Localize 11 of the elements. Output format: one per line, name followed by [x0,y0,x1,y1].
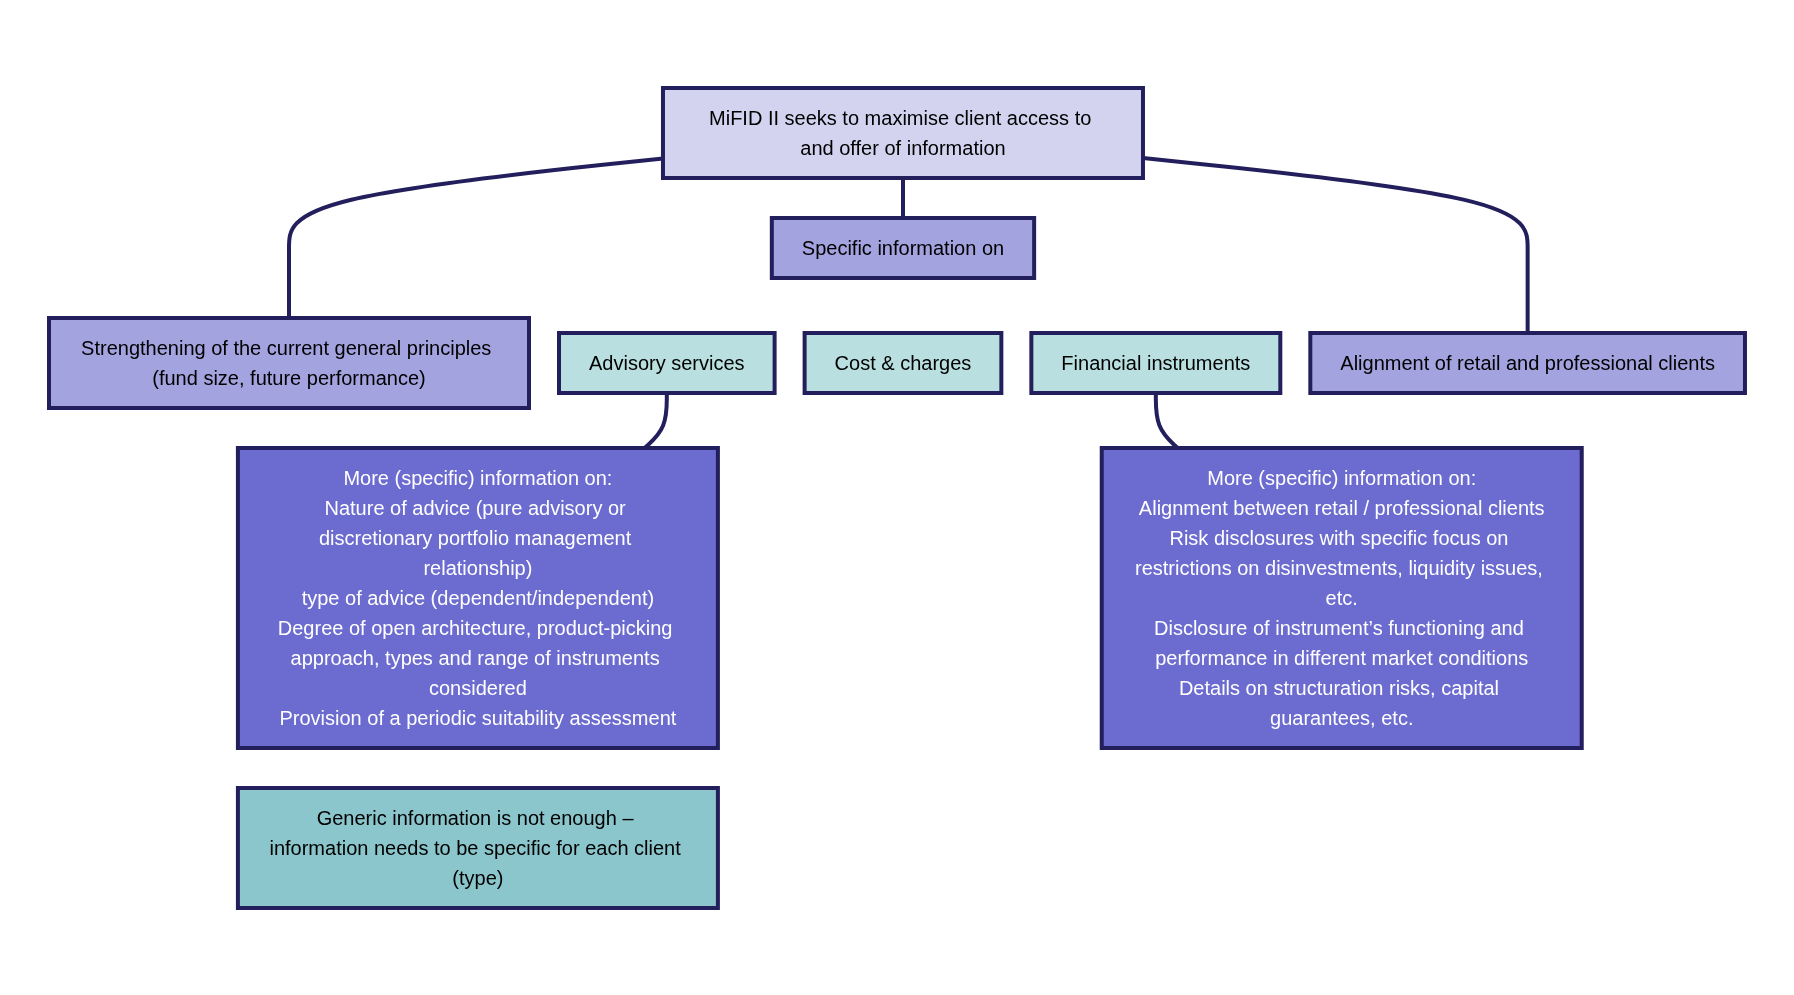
node-box: More (specific) information on: Alignment between retail / professional clients Risk disclosures with specific focus on restrictions on disinvestments, liquidity issues, etc. Disclosure of instrument’s functioning and performance in different market conditions Details on structuration risks, capital guarantees, etc. [1099,445,1584,750]
node-box: Specific information on [769,215,1037,280]
node-box: Alignment of retail and professional clients [1308,330,1747,395]
node-box: Cost & charges [802,330,1004,395]
node-box: More (specific) information on: Nature of advice (pure advisory or discretionary portfolio management relationship) type of advice (dependent/independent) Degree of open architecture, product-picking approach, types and range of instruments considered Provision of a periodic suitability assessment [235,445,720,750]
node-box: Advisory services [557,330,777,395]
node-box: Generic information is not enough – information needs to be specific for each client (type) [235,785,720,910]
connector [901,177,905,218]
node-box: Financial instruments [1029,330,1283,395]
node-box: MiFID II seeks to maximise client access to and offer of information [661,85,1145,180]
node-box: Strengthening of the current general principles (fund size, future performance) [47,315,531,410]
